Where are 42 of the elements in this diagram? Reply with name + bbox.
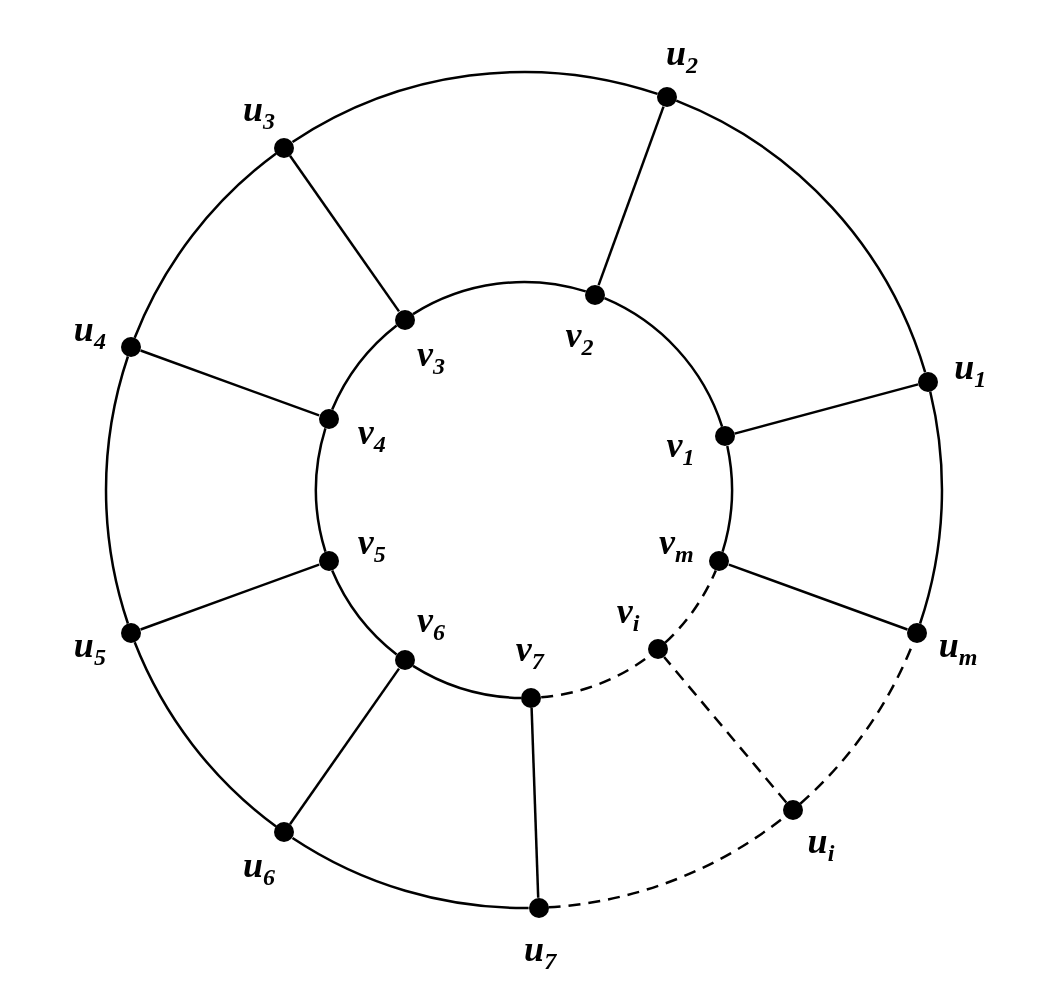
edge-line	[530, 707, 540, 898]
edge-line	[331, 324, 398, 411]
dashed-edge	[663, 656, 788, 804]
vertex-label: v$_{5}$	[357, 524, 386, 567]
edge-line	[291, 70, 658, 144]
vertex-label: v$_{1}$	[666, 426, 695, 470]
edge-line	[734, 383, 919, 435]
vertex-label: u$_{m}$	[938, 626, 978, 670]
vertex-label: u$_{1}$	[954, 349, 987, 392]
edge-line	[140, 349, 320, 417]
edge-line	[133, 152, 277, 339]
vertex-label: u$_{2}$	[666, 34, 698, 77]
vertex-label: u$_{5}$	[73, 626, 106, 670]
vertex-label: u$_{7}$	[524, 930, 557, 973]
edge-line	[331, 569, 398, 656]
vertex-label: v$_{2}$	[565, 316, 594, 359]
vertex-label: v$_{6}$	[417, 601, 446, 644]
edge-line	[412, 281, 586, 316]
vertex-label: v$_{4}$	[357, 413, 386, 456]
edge-line	[291, 836, 529, 910]
edge-line	[140, 563, 320, 631]
edge-line	[603, 297, 724, 428]
vertex-label: v$_{i}$	[616, 593, 640, 636]
vertex-label: u$_{4}$	[73, 310, 106, 354]
dashed-edge	[664, 569, 717, 644]
vertex-label: u$_{6}$	[243, 847, 275, 890]
edge-line	[597, 106, 665, 286]
edge-line	[104, 356, 130, 624]
vertex-label: u$_{3}$	[243, 90, 275, 133]
edge-line	[721, 445, 734, 552]
edge-line	[315, 428, 327, 552]
edge-line	[288, 667, 401, 825]
edge-line	[288, 155, 401, 313]
edge-line	[675, 99, 927, 373]
edge-line	[728, 563, 908, 631]
vertex-label: v$_{m}$	[658, 524, 694, 567]
vertex-label: u$_{i}$	[807, 822, 835, 865]
edge-line	[133, 641, 277, 828]
edge-line	[918, 391, 944, 624]
vertex-label: v$_{3}$	[417, 336, 446, 379]
edge-line	[412, 664, 522, 700]
vertex-label: v$_{7}$	[515, 630, 544, 673]
